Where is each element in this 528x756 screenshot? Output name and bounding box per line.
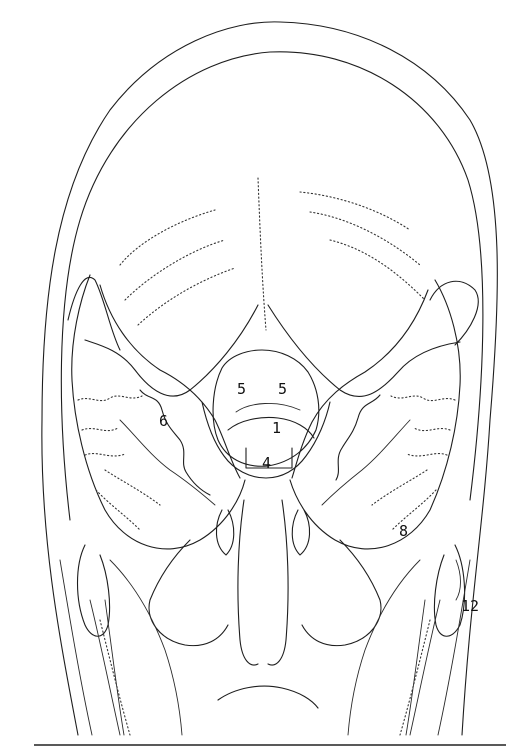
orbital-roof-dotted-left-1 [120, 210, 215, 265]
midline-dotted [258, 178, 266, 330]
orbit-right-inner [292, 290, 428, 478]
petrous-left-wavy [140, 390, 210, 495]
nasal-turbinate-left [216, 510, 233, 555]
ear-right-inner [456, 560, 461, 600]
air-cells-right-dotted [391, 396, 455, 456]
zygomatic-dotted-left [96, 470, 160, 530]
petrous-right-wavy [336, 395, 380, 480]
orbit-right-outline [290, 280, 460, 549]
skull-outer-outline [42, 22, 498, 735]
zygoma-left [68, 277, 120, 350]
label-5-right: 5 [278, 380, 287, 398]
cheek-lines-left [110, 560, 182, 735]
neck-dotted-right [400, 620, 430, 735]
sphenoid-body-left [202, 402, 266, 478]
orbital-roof-dotted-left-3 [138, 268, 235, 325]
label-8: 8 [399, 522, 408, 540]
palate-arch [218, 686, 318, 708]
orbital-roof-dotted-right-2 [310, 212, 420, 265]
label-12: 12 [461, 597, 479, 615]
sella-inner-curve [236, 403, 300, 412]
maxillary-sinus-left [149, 540, 228, 646]
zygoma-right [430, 281, 478, 345]
skull-inner-outline [61, 52, 483, 520]
sphenoid-wing-left [85, 305, 258, 396]
ear-left [78, 545, 110, 636]
sphenoid-wing-right [268, 305, 460, 397]
neck-dotted-left [100, 620, 130, 735]
orbital-roof-dotted-left-2 [125, 240, 225, 300]
cheek-lines-right [348, 560, 420, 735]
zygomatic-dotted-right [372, 470, 436, 530]
maxillary-sinus-right [302, 540, 381, 646]
label-4: 4 [262, 454, 271, 472]
neck-lines-left [60, 560, 124, 735]
nasal-septum-right [268, 500, 288, 665]
orbital-roof-dotted-right-1 [300, 192, 410, 230]
sphenoid-body-right [266, 402, 330, 478]
nasal-turbinate-right [292, 510, 309, 555]
label-6: 6 [159, 412, 168, 430]
temporal-right-detail [322, 420, 410, 505]
label-5-left: 5 [237, 380, 246, 398]
temporal-left-detail [120, 420, 215, 505]
air-cells-left-dotted [78, 396, 142, 456]
orbital-roof-dotted-right-3 [330, 240, 425, 300]
sella-outline [213, 350, 319, 466]
sella-floor [228, 418, 314, 439]
label-1: 1 [272, 419, 281, 437]
nasal-septum-left [238, 500, 258, 665]
